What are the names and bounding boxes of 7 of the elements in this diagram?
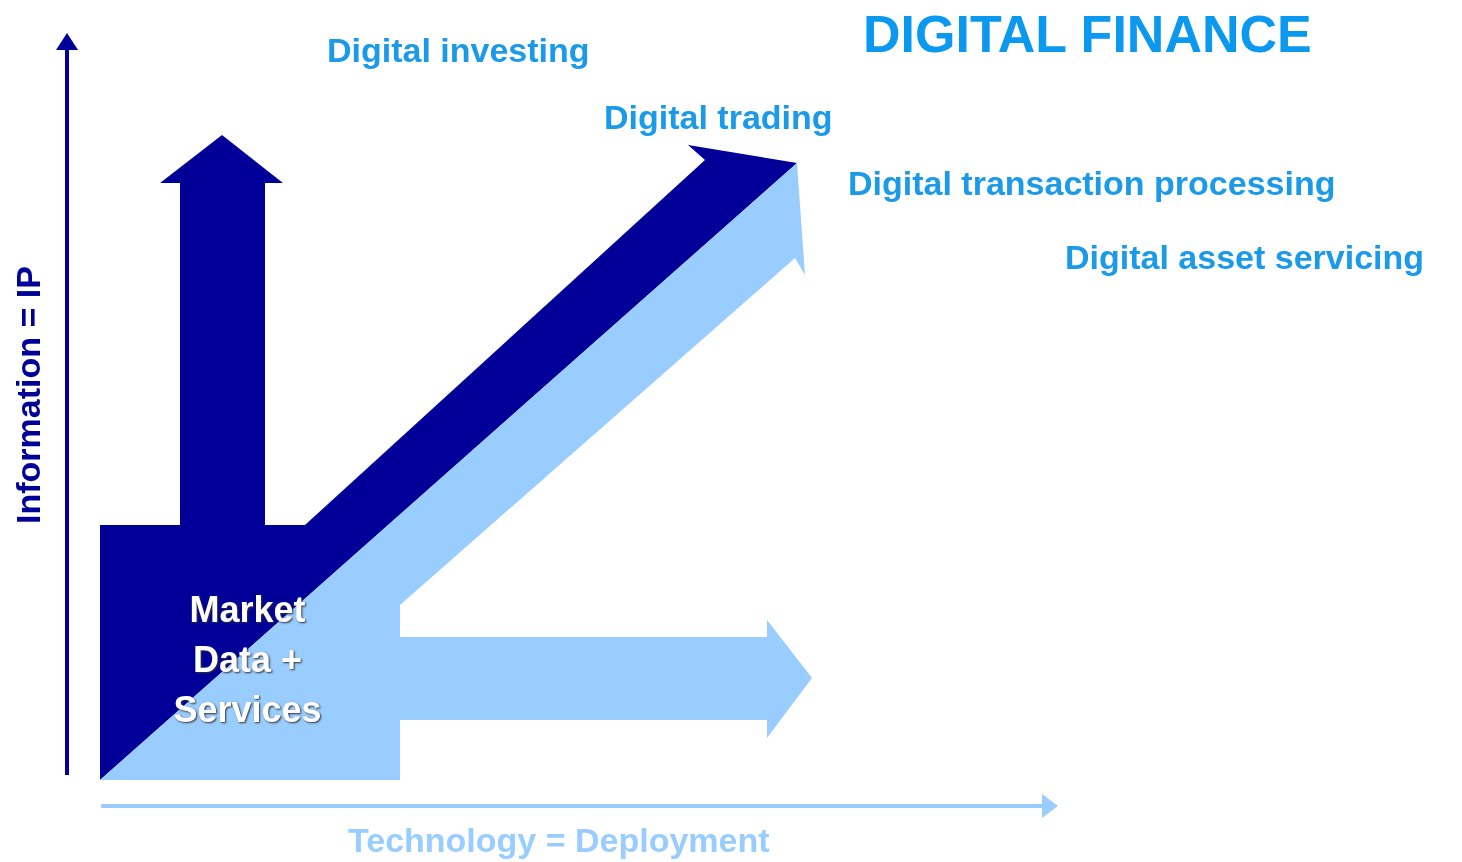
category-label: Digital trading <box>604 100 833 134</box>
category-label: Digital investing <box>327 33 590 67</box>
diagram-title: DIGITAL FINANCE <box>863 8 1312 60</box>
category-label: Digital asset servicing <box>1065 240 1425 274</box>
category-label: Digital transaction processing <box>848 166 1336 200</box>
axis-label: Information = IP <box>11 265 45 526</box>
axis-label: Technology = Deployment <box>348 823 770 857</box>
